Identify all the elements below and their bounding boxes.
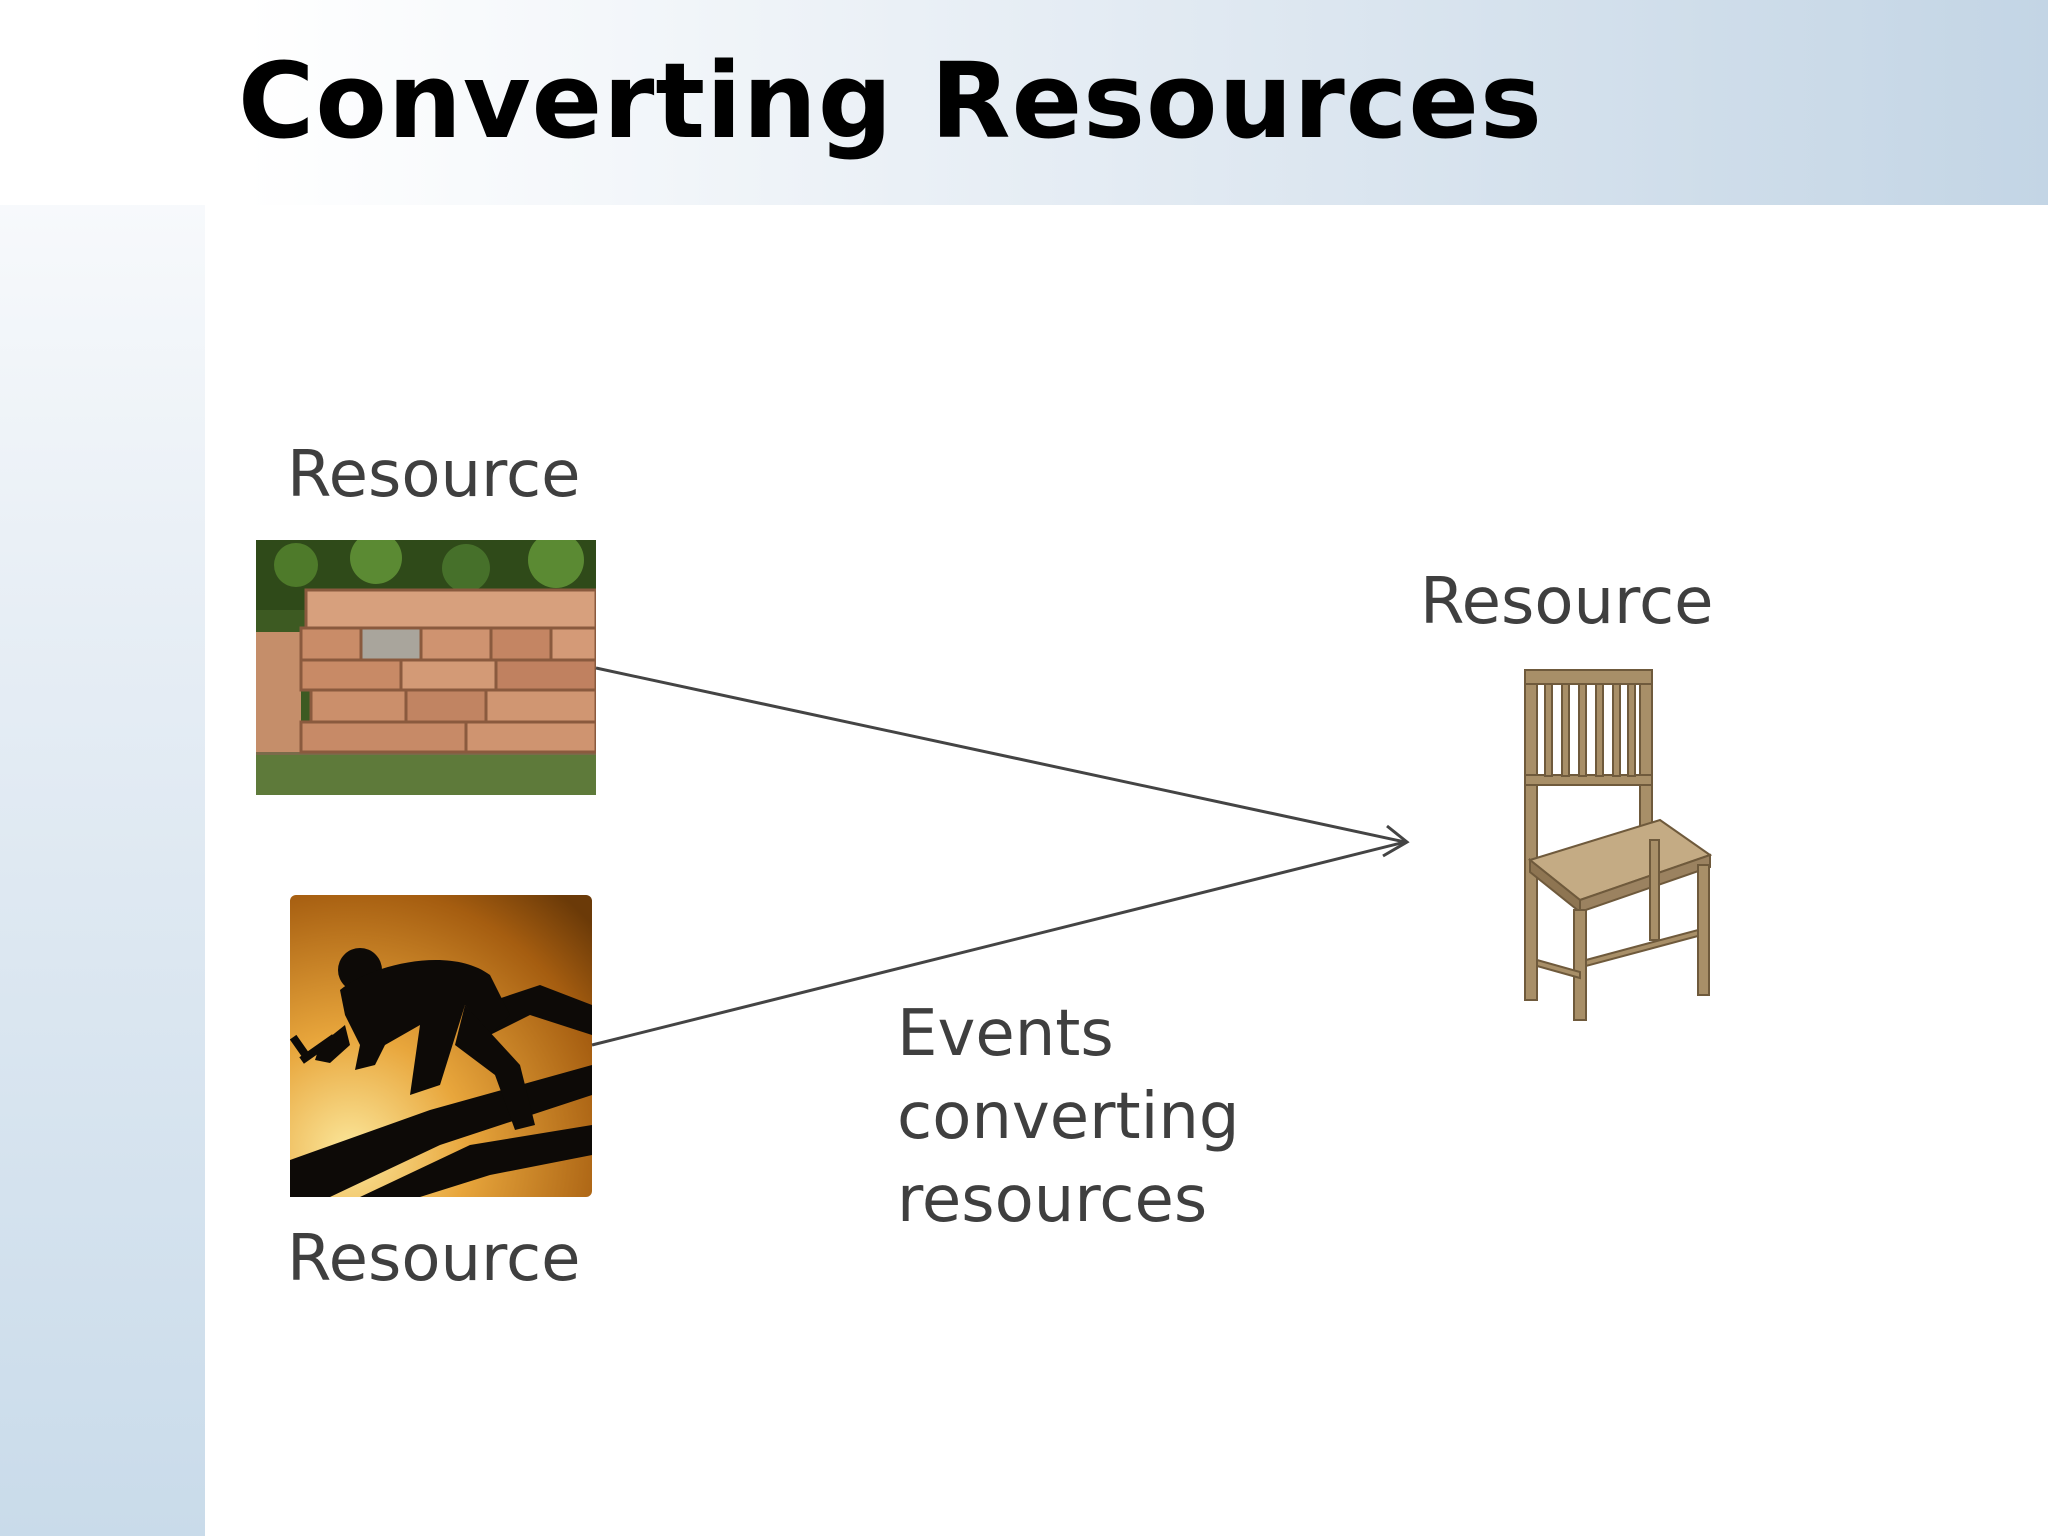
page-title: Converting Resources xyxy=(238,40,1543,162)
events-line-1: Events xyxy=(897,997,1114,1071)
lumber-stack-image xyxy=(256,540,596,795)
events-line-3: resources xyxy=(897,1163,1208,1237)
wooden-chair-icon xyxy=(1524,669,1713,1021)
wooden-chair-image xyxy=(1500,660,1730,1030)
slide-content-area xyxy=(205,205,2048,1536)
slide-side-band xyxy=(0,0,205,1536)
chair-resource-label: Resource xyxy=(1420,565,1714,639)
wood-resource-label: Resource xyxy=(287,438,581,512)
worker-silhouette-image xyxy=(290,895,592,1197)
lumber-stack-icon xyxy=(256,540,596,795)
events-line-2: converting xyxy=(897,1080,1240,1154)
worker-resource-label: Resource xyxy=(287,1222,581,1296)
slide-header-band xyxy=(0,0,2048,205)
events-caption: Events converting resources xyxy=(897,993,1240,1242)
worker-silhouette-icon xyxy=(290,895,592,1197)
